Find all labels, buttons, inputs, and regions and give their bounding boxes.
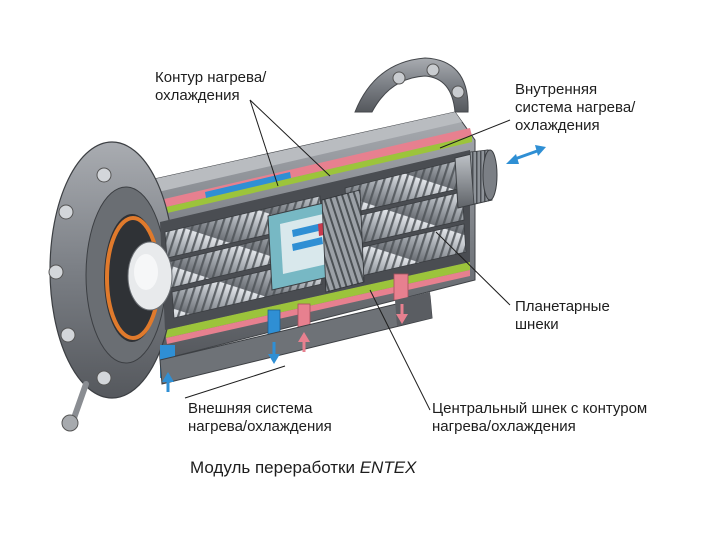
label-heating-cooling-circuit: Контур нагрева/ охлаждения bbox=[155, 69, 266, 105]
label-central-screw-line2: нагрева/охлаждения bbox=[432, 418, 647, 436]
label-inner-system-line2: система нагрева/ bbox=[515, 99, 635, 117]
label-inner-system: Внутренняя система нагрева/ охлаждения bbox=[515, 81, 635, 135]
label-inner-system-line1: Внутренняя bbox=[515, 81, 635, 99]
label-planetary-screws-line1: Планетарные bbox=[515, 298, 610, 316]
label-outer-system: Внешняя система нагрева/охлаждения bbox=[188, 400, 332, 436]
drive-shaft bbox=[455, 150, 497, 208]
label-heating-cooling-circuit-line2: охлаждения bbox=[155, 87, 266, 105]
label-central-screw-line1: Центральный шнек с контуром bbox=[432, 400, 647, 418]
label-planetary-screws: Планетарные шнеки bbox=[515, 298, 610, 334]
label-central-screw: Центральный шнек с контуром нагрева/охла… bbox=[432, 400, 647, 436]
caption-text: Модуль переработки bbox=[190, 458, 360, 477]
label-inner-system-line3: охлаждения bbox=[515, 117, 635, 135]
label-outer-system-line2: нагрева/охлаждения bbox=[188, 418, 332, 436]
caption-brand: ENTEX bbox=[360, 458, 417, 477]
rear-flange bbox=[355, 58, 468, 112]
label-outer-system-line1: Внешняя система bbox=[188, 400, 332, 418]
figure-caption: Модуль переработки ENTEX bbox=[190, 458, 416, 478]
label-planetary-screws-line2: шнеки bbox=[515, 316, 610, 334]
label-heating-cooling-circuit-line1: Контур нагрева/ bbox=[155, 69, 266, 87]
